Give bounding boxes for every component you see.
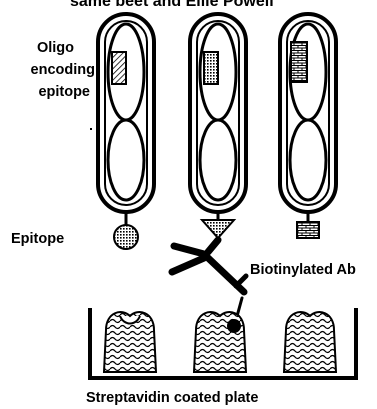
oligo-insert-hatched xyxy=(112,52,126,84)
label-plate: Streptavidin coated plate xyxy=(86,390,258,406)
oligo-insert-brick xyxy=(291,42,307,82)
phage-middle xyxy=(190,14,246,238)
streptavidin-left xyxy=(104,312,156,372)
epitope-circle xyxy=(114,225,138,249)
speck xyxy=(90,128,92,130)
label-biotinylated-ab: Biotinylated Ab xyxy=(250,262,356,278)
streptavidin-right xyxy=(284,312,336,372)
phage-left xyxy=(98,14,154,249)
streptavidin-plate xyxy=(90,308,356,378)
label-oligo-line1: Oligo xyxy=(37,40,74,56)
epitope-brick xyxy=(297,222,319,238)
phage-right xyxy=(280,14,336,238)
oligo-insert-dotted xyxy=(204,52,218,84)
label-oligo-line2: encoding xyxy=(31,62,95,78)
header-fragment: same beet and Ellie Powell xyxy=(70,0,274,10)
label-oligo-line3: epitope xyxy=(38,84,90,100)
label-epitope: Epitope xyxy=(11,231,64,247)
epitope-triangle xyxy=(202,220,234,238)
